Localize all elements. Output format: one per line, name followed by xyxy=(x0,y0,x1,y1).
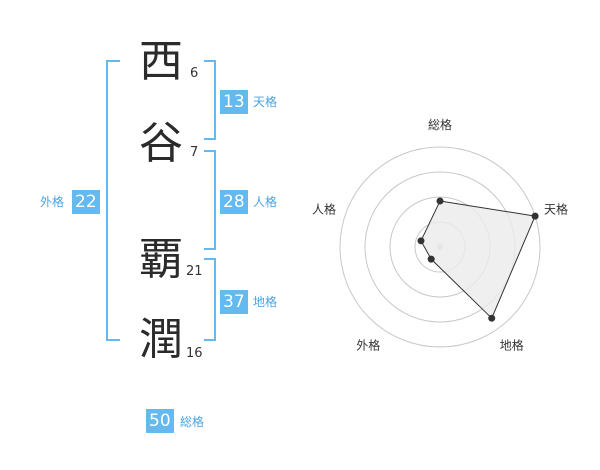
radar-point-1 xyxy=(436,197,444,205)
radar-grid-ring xyxy=(339,146,541,348)
radar-point-5 xyxy=(417,237,425,245)
chikaku-label: 地格 xyxy=(253,295,278,309)
soukaku-label: 総格 xyxy=(180,415,205,429)
radar-axis-label-5: 人格 xyxy=(312,201,336,216)
radar-axis-label-3: 地格 xyxy=(500,338,524,353)
radar-point-2 xyxy=(531,212,539,220)
name-char-1: 西 xyxy=(139,36,183,87)
jinkaku-label: 人格 xyxy=(253,195,278,209)
tenkaku-label: 天格 xyxy=(253,95,278,109)
stroke-count-1: 6 xyxy=(190,66,199,81)
radar-axis-label-1: 総格 xyxy=(428,117,452,132)
gaikaku-value: 22 xyxy=(72,190,100,214)
radar-point-4 xyxy=(427,255,435,263)
radar-axis-label-2: 天格 xyxy=(544,201,568,216)
stroke-count-3: 21 xyxy=(186,264,203,279)
gaikaku-label: 外格 xyxy=(40,195,65,209)
jinkaku-value: 28 xyxy=(220,190,248,214)
chikaku-value: 37 xyxy=(220,290,248,314)
stroke-count-4: 16 xyxy=(186,346,203,361)
radar-polygon xyxy=(420,200,536,320)
name-char-3: 覇 xyxy=(139,234,183,285)
stroke-count-2: 7 xyxy=(190,145,199,160)
soukaku-value: 50 xyxy=(146,409,174,433)
tenkaku-value: 13 xyxy=(220,90,248,114)
radar-point-3 xyxy=(488,314,496,322)
name-char-2: 谷 xyxy=(139,118,183,169)
radar-axis-label-4: 外格 xyxy=(356,338,380,353)
name-char-4: 潤 xyxy=(139,314,183,365)
